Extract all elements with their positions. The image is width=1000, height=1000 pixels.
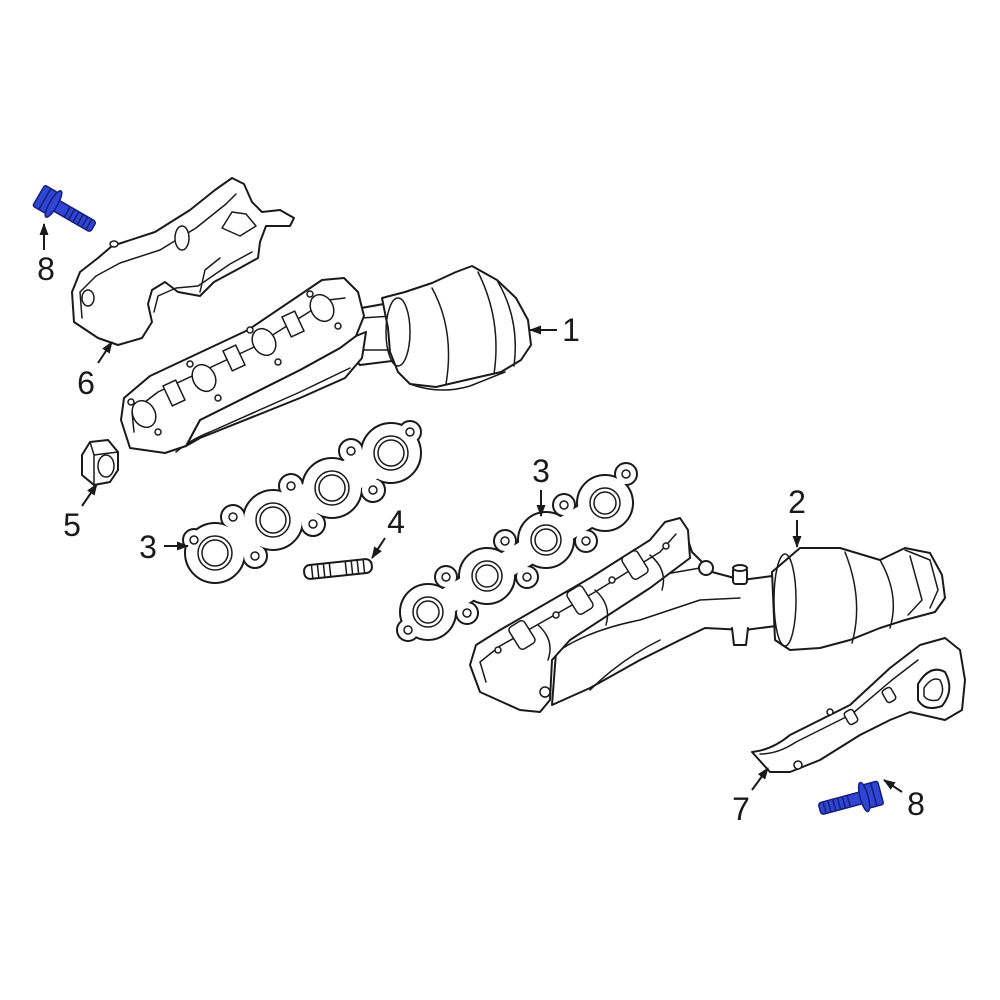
gasket-right [396,462,638,642]
nut [81,439,119,486]
callout-3-left: 3 [139,529,157,565]
callout-1: 1 [562,312,580,348]
heat-shield-lower [751,637,966,773]
leader-7 [751,767,769,791]
callout-2: 2 [788,484,806,520]
leader-8-lower [883,779,903,793]
leader-4 [371,537,386,559]
leader-5 [81,483,98,507]
gasket-left [182,420,422,584]
bolt-upper-highlighted [30,181,102,241]
exhaust-manifold-upper [120,265,532,454]
exhaust-manifold-lower [469,517,946,713]
heat-shield-upper [71,177,295,346]
leader-6 [97,341,113,364]
callout-3-right: 3 [532,453,550,489]
callout-8-upper: 8 [37,251,55,287]
callout-5: 5 [63,507,81,543]
bolt-lower-highlighted [815,777,886,825]
callout-4: 4 [387,504,405,540]
callout-6: 6 [77,365,95,401]
callout-7: 7 [732,791,750,827]
callout-8-lower: 8 [907,786,925,822]
stud [303,558,373,580]
